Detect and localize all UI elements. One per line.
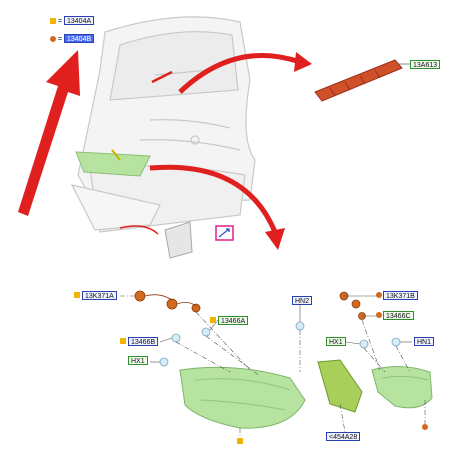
- callout-socket-right[interactable]: 13K371B: [383, 291, 418, 300]
- callout-hn1[interactable]: HN1: [414, 337, 435, 346]
- reflector-part: [164, 221, 193, 259]
- lamp-bracket: [317, 359, 363, 413]
- big-red-arrow-icon: [18, 50, 80, 216]
- legend-item1-code[interactable]: 13404A: [64, 16, 95, 25]
- right-tail-lamp: [371, 366, 433, 409]
- tailgate-marker: [151, 70, 173, 84]
- curved-arrow-to-brake-lamp-head-icon: [294, 52, 312, 72]
- left-lamp-bottom-marker: [237, 438, 243, 444]
- left-tail-lamp: [179, 366, 306, 429]
- bulb-holder-left-marker: [210, 317, 216, 323]
- legend-item1-prefix: =: [58, 18, 63, 25]
- socket-right-marker: [376, 292, 382, 298]
- curved-arrow-to-brake-lamp: [178, 53, 301, 94]
- legend-item2-code[interactable]: 13404B: [64, 34, 95, 43]
- hn2-bulb: [295, 321, 305, 331]
- callout-bulb-holder-right[interactable]: 13466C: [383, 311, 414, 320]
- reflector-highlight-arrow-icon: [218, 228, 230, 238]
- bulb-holder-right-marker: [376, 312, 382, 318]
- leader-lines: [120, 295, 426, 438]
- right-lamp-bottom-marker: [422, 424, 428, 430]
- left-wiring-harness: [134, 290, 201, 313]
- callout-socket-left[interactable]: 13K371A: [82, 291, 117, 300]
- bulb-left-marker: [120, 338, 126, 344]
- callout-hx1-right[interactable]: HX1: [326, 337, 346, 346]
- curved-arrow-to-exploded: [149, 164, 278, 233]
- right-wiring-harness: [339, 291, 366, 320]
- legend-item2-prefix: =: [58, 36, 63, 43]
- callout-hn2[interactable]: HN2: [292, 296, 313, 305]
- high-mount-brake-lamp: [314, 59, 403, 102]
- small-red-curve: [119, 225, 159, 235]
- callout-hx1-left[interactable]: HX1: [128, 356, 148, 365]
- right-bulbs: [359, 337, 401, 349]
- vehicle-rear-lamp: [75, 151, 151, 177]
- solid-leaders: [150, 295, 412, 363]
- callout-bulb-holder-left[interactable]: 13466A: [218, 316, 249, 325]
- legend-yellow-marker: [50, 18, 56, 24]
- legend-orange-marker: [50, 36, 56, 42]
- curved-arrow-to-exploded-head-icon: [265, 228, 285, 250]
- vehicle-lamp-accent: [111, 149, 121, 161]
- socket-left-marker: [74, 292, 80, 298]
- vehicle-rear-illustration: [70, 16, 256, 233]
- callout-brake-lamp[interactable]: 13A613: [410, 60, 441, 69]
- callout-bulb-left[interactable]: 13466B: [128, 337, 159, 346]
- callout-bracket[interactable]: <454A28: [326, 432, 361, 441]
